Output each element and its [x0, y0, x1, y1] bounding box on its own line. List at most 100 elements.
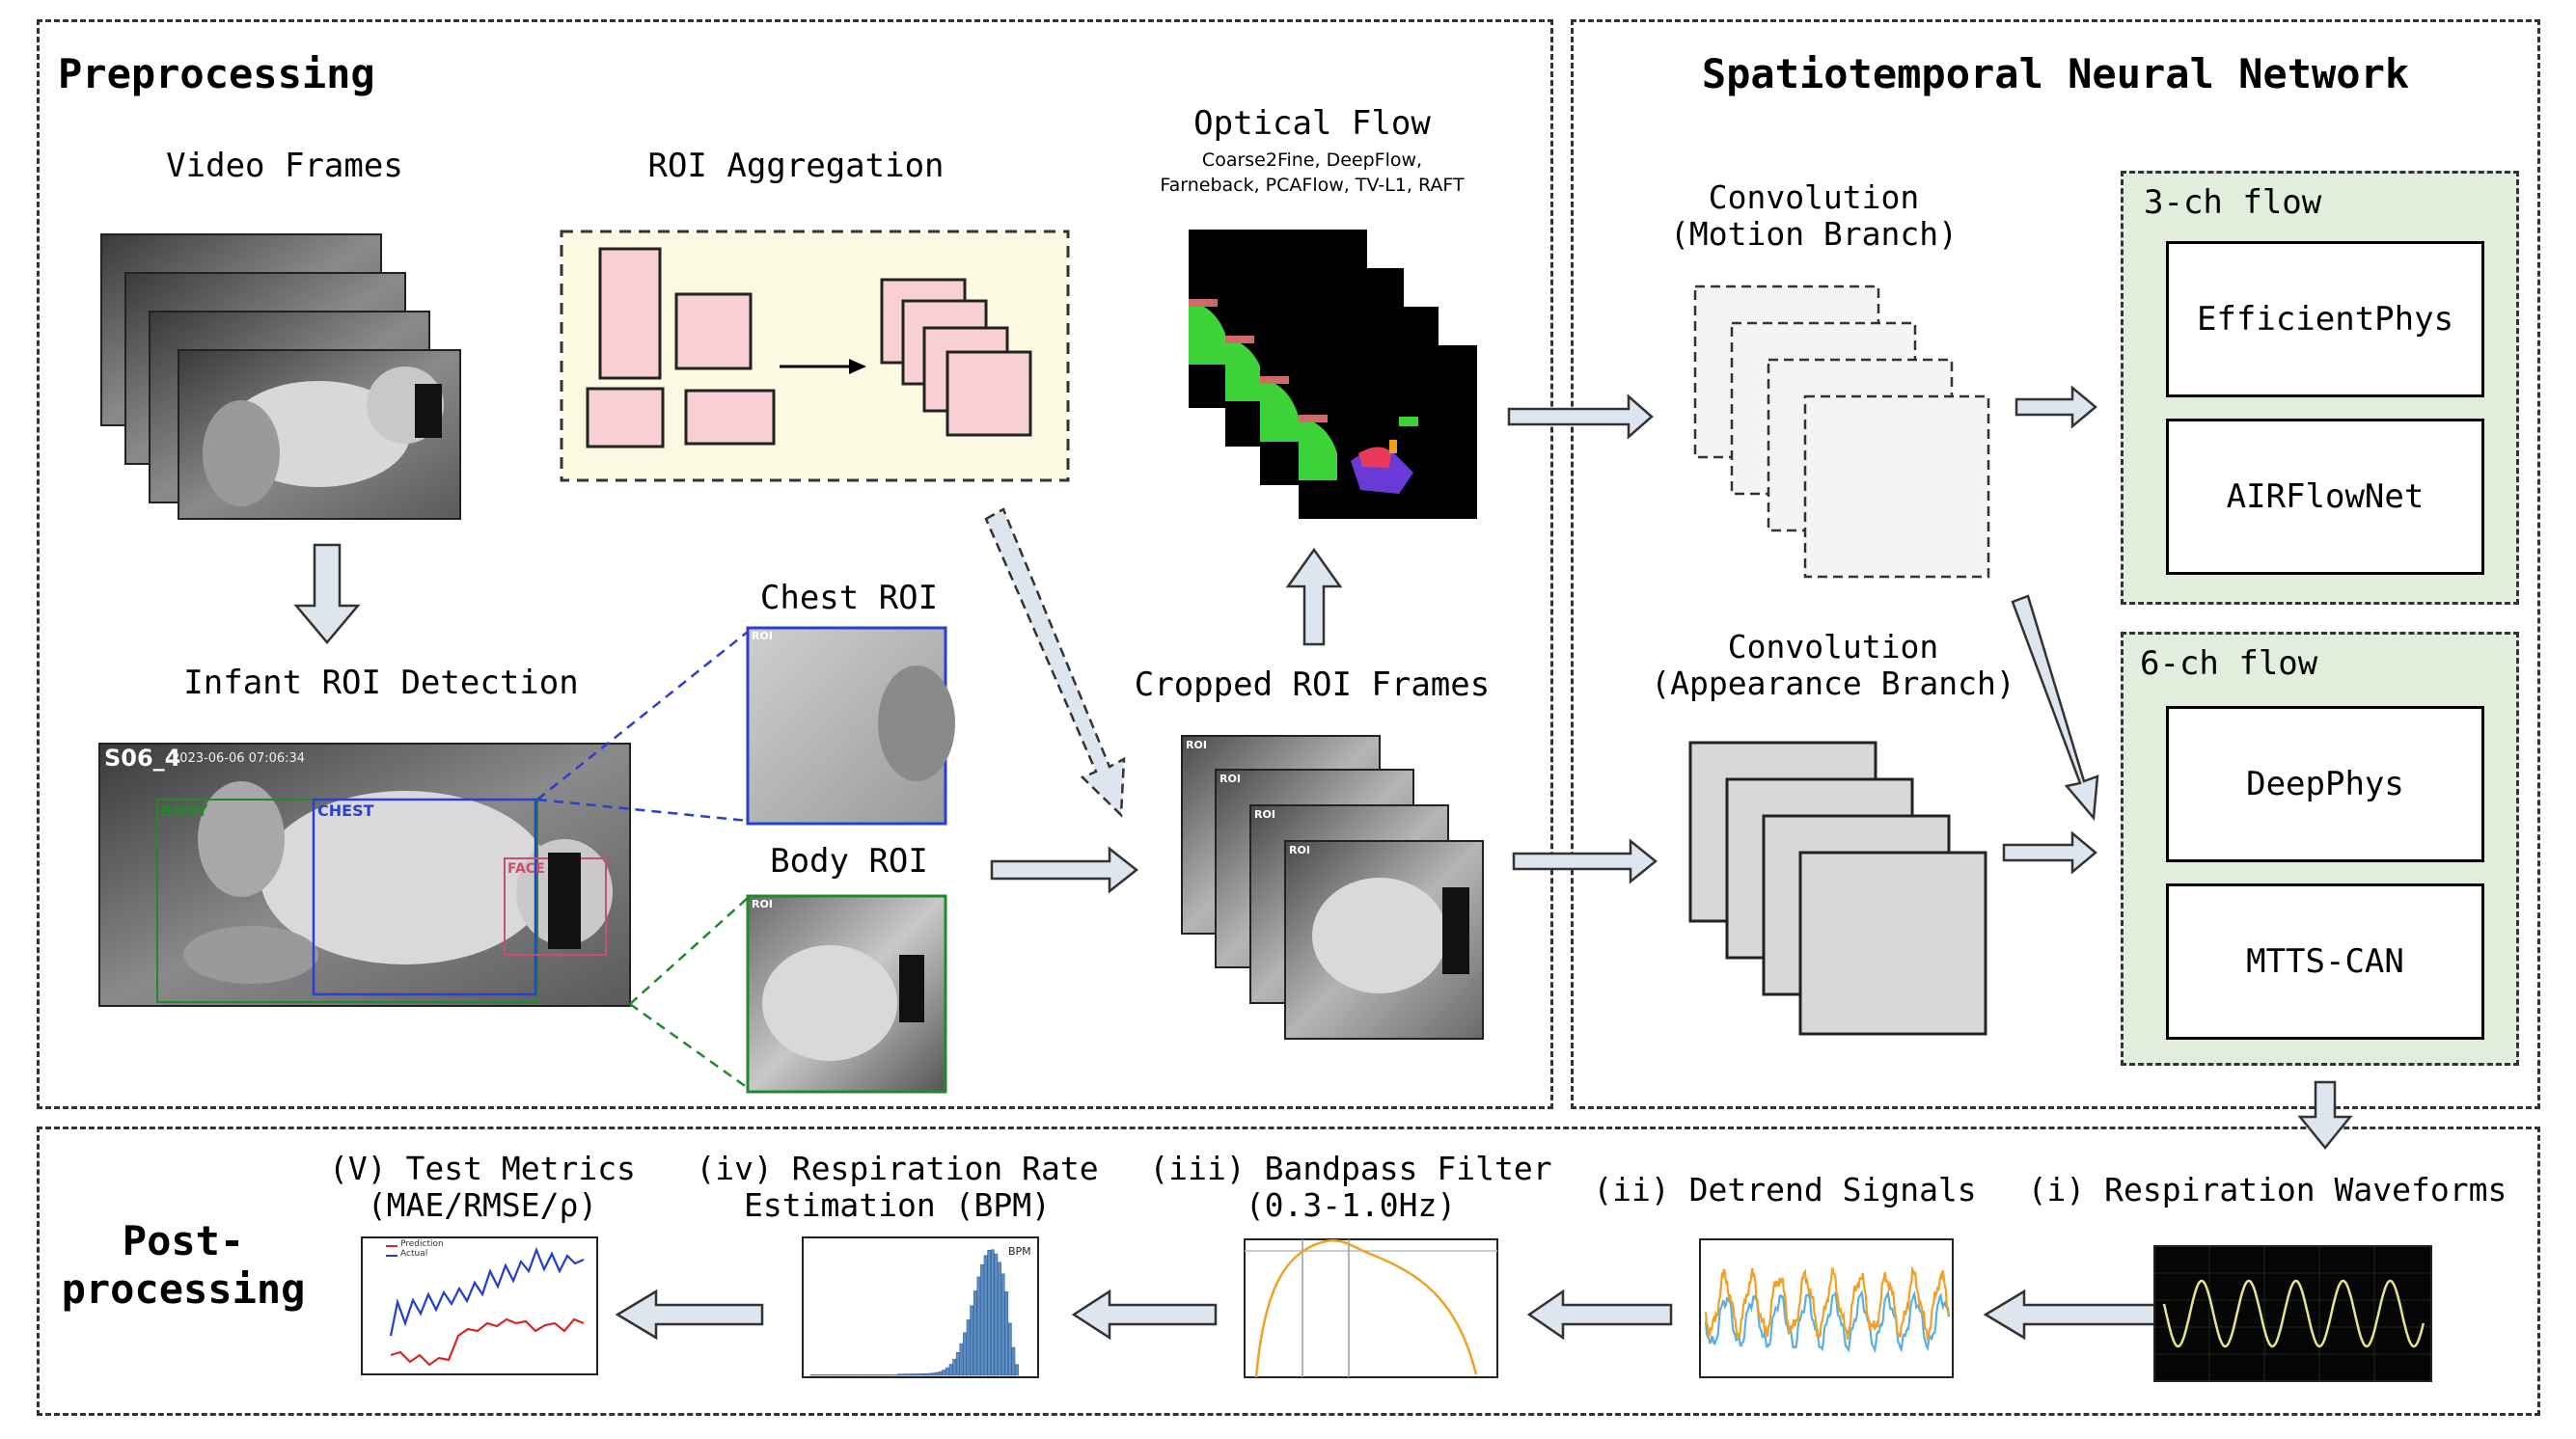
motion-branch-stack [1693, 285, 1990, 579]
histogram-bar [976, 1276, 981, 1376]
arrow-rate-to-metrics [615, 1289, 764, 1341]
histogram-bar [931, 1372, 936, 1376]
detrend-plot [1699, 1238, 1954, 1378]
histogram-bar [924, 1372, 929, 1376]
chest-roi-image [746, 626, 955, 826]
histogram-bar [896, 1373, 901, 1376]
histogram-bar [890, 1374, 894, 1376]
infant-roi-detection-label: Infant ROI Detection [183, 664, 579, 702]
histogram-bar [876, 1374, 880, 1376]
histogram-bar [879, 1374, 884, 1376]
bandpass-filter-label: (iii) Bandpass Filter (0.3-1.0Hz) [1149, 1150, 1552, 1224]
histogram-bar [983, 1255, 988, 1376]
histogram-bar [948, 1364, 953, 1376]
infant-detection-frame [98, 631, 749, 1090]
histogram-bar [834, 1374, 838, 1376]
histogram-bar [859, 1374, 863, 1376]
cropped-roi-stack [1181, 735, 1484, 1040]
waveforms-label: (i) Respiration Waveforms [2027, 1171, 2507, 1208]
body-roi-label: Body ROI [770, 842, 928, 881]
histogram-bar [938, 1371, 943, 1376]
histogram-bar [872, 1374, 877, 1376]
histogram-bar [994, 1253, 999, 1376]
histogram-bar [893, 1374, 897, 1376]
body-box-label: BODY [160, 801, 208, 820]
arrow-flow-to-motion [1507, 394, 1654, 440]
arrow-cropped-to-flow [1285, 547, 1343, 646]
histogram-bar [837, 1374, 842, 1376]
chest-box-label: CHEST [317, 801, 374, 820]
arrow-cropped-to-appearance [1512, 838, 1658, 884]
histogram-bar [952, 1359, 957, 1376]
histogram-bar [955, 1352, 960, 1376]
frame-id-label: S06_4 [104, 745, 181, 772]
efficientphys-model: EfficientPhys [2166, 241, 2484, 397]
respiration-waveform-plot [2153, 1245, 2432, 1382]
histogram-bar [820, 1374, 825, 1376]
network-panel [1571, 19, 2540, 1109]
video-frames-label: Video Frames [166, 147, 403, 185]
arrow-aggregation-to-cropped [984, 507, 1126, 818]
histogram-bar [844, 1374, 849, 1376]
histogram-bar [935, 1371, 940, 1376]
histogram-bar [851, 1374, 856, 1376]
roi-aggregation-label: ROI Aggregation [647, 147, 945, 185]
test-metrics-plot [361, 1236, 598, 1375]
histogram-bar [865, 1374, 870, 1376]
cropped-roi-frames-label: Cropped ROI Frames [1134, 665, 1491, 704]
histogram-bar [1011, 1346, 1016, 1376]
histogram-bar [987, 1250, 992, 1376]
postprocessing-panel [37, 1127, 2540, 1416]
preprocessing-title: Preprocessing [58, 50, 375, 97]
histogram-bar [914, 1373, 918, 1376]
histogram-bar [963, 1332, 967, 1376]
histogram-bar [903, 1373, 908, 1376]
crop-roi-tag-4: ROI [1289, 844, 1310, 856]
chest-roi-label: Chest ROI [759, 579, 939, 617]
3ch-flow-label: 3-ch flow [2144, 183, 2322, 222]
histogram-bar [848, 1374, 853, 1376]
legend-prediction: Prediction [400, 1239, 444, 1249]
histogram-bpm-label: BPM [1008, 1245, 1031, 1258]
histogram-bar [945, 1367, 949, 1376]
histogram-bar [907, 1373, 912, 1376]
histogram-bar [855, 1374, 860, 1376]
motion-branch-label: Convolution (Motion Branch) [1669, 178, 1958, 253]
appearance-branch-stack [1688, 741, 1987, 1036]
histogram-bar [900, 1373, 905, 1376]
histogram-bar [990, 1249, 995, 1376]
arrow-bandpass-to-rate [1071, 1289, 1218, 1341]
optical-flow-stack [1189, 230, 1477, 519]
histogram-bar [831, 1374, 836, 1376]
arrow-roi-to-cropped [990, 846, 1139, 894]
histogram-bar [966, 1319, 971, 1376]
roi-aggregation-box [560, 230, 1070, 482]
histogram-bar [868, 1374, 873, 1376]
optical-flow-methods: Coarse2Fine, DeepFlow, Farneback, PCAFlo… [1160, 149, 1465, 196]
arrow-detrend-to-bandpass [1526, 1289, 1673, 1341]
histogram-bar [841, 1374, 845, 1376]
histogram-bar [1004, 1291, 1009, 1376]
arrow-appearance-to-6ch [2002, 830, 2097, 875]
video-frames-stack [100, 233, 461, 520]
optical-flow-label: Optical Flow [1193, 104, 1431, 143]
face-box-label: FACE [507, 861, 545, 877]
histogram-bar [942, 1370, 946, 1376]
detrend-label: (ii) Detrend Signals [1593, 1171, 1977, 1208]
histogram-bar [813, 1374, 818, 1376]
arrow-video-to-detection [293, 543, 361, 644]
histogram-bar [920, 1373, 925, 1376]
arrow-motion-to-3ch [2014, 385, 2097, 429]
crop-roi-tag-3: ROI [1254, 808, 1275, 821]
histogram-bar [973, 1290, 977, 1376]
bandpass-plot [1244, 1238, 1498, 1378]
airflownet-model: AIRFlowNet [2166, 419, 2484, 575]
histogram-bar [816, 1374, 821, 1376]
histogram-bar [918, 1373, 922, 1376]
mtts-can-model: MTTS-CAN [2166, 883, 2484, 1040]
histogram-bar [862, 1374, 866, 1376]
body-roi-image [746, 894, 947, 1094]
histogram-bar [809, 1374, 814, 1376]
histogram-bar [1015, 1364, 1019, 1376]
